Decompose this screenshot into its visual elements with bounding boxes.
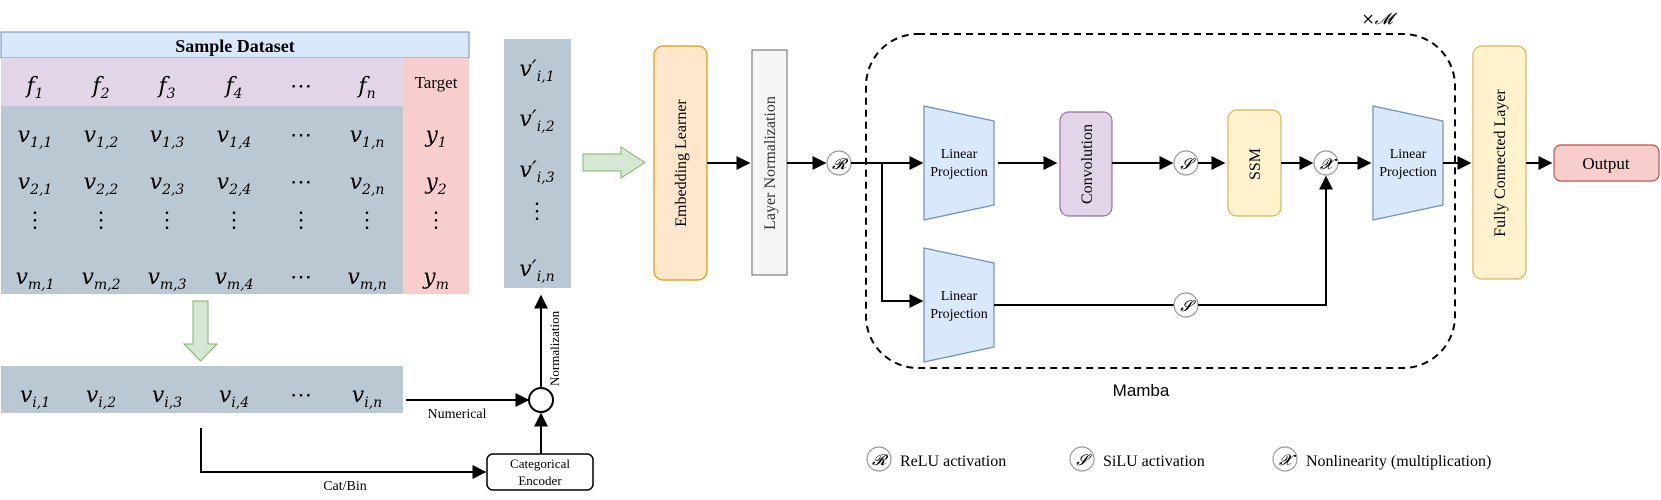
linear-projection-1-label-1: Linear: [941, 147, 978, 162]
dataset-cell-r1-c4: v1,4: [217, 123, 252, 151]
dataset-cell-r1-c1: v1,1: [18, 123, 53, 151]
legend: 𝓡 ReLU activation 𝓢 SiLU activation 𝓧 No…: [866, 446, 1491, 472]
merge-node: [528, 387, 554, 413]
catbin-label: Cat/Bin: [323, 479, 367, 494]
silu2-to-mult-arrow: [1198, 175, 1333, 306]
target-cell-2: y2: [424, 170, 446, 198]
output-block: [1553, 144, 1660, 182]
target-cell-4: ym: [422, 265, 449, 293]
linear-projection-2-block: [923, 247, 995, 363]
relu-to-linear2-branch: [881, 163, 924, 308]
embedding-learner-label: Embedding Learner: [673, 99, 690, 227]
dataset-title-bar: [0, 31, 470, 59]
linear-projection-2-label-1: Linear: [941, 289, 978, 304]
relu-symbol: 𝓡: [832, 155, 849, 173]
linear-projection-3-block: [1372, 105, 1444, 221]
green-arrow-right: [582, 146, 646, 179]
dataset-cell-r2-c6: v2,n: [350, 170, 385, 198]
normalized-cell-5: v′i,n: [519, 257, 554, 285]
dataset-cell-r1-c3: v1,3: [150, 123, 185, 151]
mamba-label: Mamba: [1113, 381, 1170, 400]
sample-row-cell-3: vi,3: [152, 383, 182, 411]
output-label: Output: [1582, 154, 1630, 173]
categorical-encoder-label-2: Encoder: [518, 473, 562, 488]
dataset-cell-r3-c1: ⋮: [24, 208, 46, 233]
catbin-arrow: [200, 428, 487, 479]
sample-row-cell-4: vi,4: [219, 383, 249, 411]
normalization-label: Normalization: [547, 310, 562, 386]
dataset-title: Sample Dataset: [175, 36, 295, 56]
legend-relu-circle: [866, 446, 892, 472]
dataset-cell-r4-c5: ⋯: [290, 265, 312, 290]
normalized-cell-1: v′i,1: [519, 57, 554, 85]
layer-normalization-label: Layer Normalization: [762, 96, 779, 230]
feature-header-5: ⋯: [290, 74, 312, 99]
categorical-encoder-label-1: Categorical: [510, 456, 570, 471]
dataset-cell-r4-c2: vm,2: [81, 265, 120, 293]
target-cell-1: y1: [424, 123, 446, 151]
sample-row-cell-5: ⋯: [290, 383, 312, 408]
dataset-cell-r3-c6: ⋮: [356, 208, 378, 233]
legend-nonlin-text: Nonlinearity (multiplication): [1306, 453, 1491, 470]
dataset-cell-r2-c3: v2,3: [150, 170, 185, 198]
dataset-cell-r3-c3: ⋮: [156, 208, 178, 233]
dataset-cell-r4-c4: vm,4: [214, 265, 253, 293]
normalized-cell-4: ⋮: [526, 199, 548, 224]
normalized-column-band: [504, 39, 571, 288]
dataset-cell-r3-c4: ⋮: [223, 208, 245, 233]
sample-row-cells: vi,1 vi,2 vi,3 vi,4 ⋯ vi,n: [20, 383, 382, 411]
data-values-band: [1, 106, 403, 294]
sample-row-cell-6: vi,n: [352, 383, 382, 411]
target-column-band: [403, 58, 469, 294]
dataset-cell-r1-c6: v1,n: [350, 123, 385, 151]
target-cell-3: ⋮: [425, 208, 447, 233]
linear-projection-1-label-2: Projection: [930, 165, 988, 180]
linear-projection-1-block: [923, 105, 995, 221]
legend-relu-text: ReLU activation: [900, 453, 1006, 470]
legend-nonlin-circle: [1272, 446, 1298, 472]
dataset-cell-r2-c4: v2,4: [217, 170, 252, 198]
dataset-cell-r1-c2: v1,2: [84, 123, 119, 151]
sample-row: vi,1 vi,2 vi,3 vi,4 ⋯ vi,n: [1, 366, 403, 413]
fully-connected-label: Fully Connected Layer: [1492, 89, 1509, 237]
sample-row-cell-2: vi,2: [86, 383, 116, 411]
sample-row-band: [1, 366, 403, 413]
linear-projection-3-label-2: Projection: [1379, 165, 1437, 180]
target-header: Target: [415, 73, 458, 92]
normalized-column-cells: v′i,1 v′i,2 v′i,3 ⋮ v′i,n: [519, 57, 554, 285]
dataset-cell-r4-c3: vm,3: [147, 265, 186, 293]
mamba-region: [865, 33, 1456, 369]
normalized-cell-2: v′i,2: [519, 107, 554, 135]
dataset-cell-r3-c5: ⋮: [290, 208, 312, 233]
convolution-label: Convolution: [1079, 124, 1096, 204]
normalized-cell-3: v′i,3: [519, 158, 554, 186]
legend-silu-text: SiLU activation: [1103, 453, 1205, 470]
mamba-repeat-label: ×𝓜: [1361, 9, 1397, 28]
sample-row-cell-1: vi,1: [20, 383, 50, 411]
legend-relu-symbol: 𝓡: [872, 451, 889, 469]
numerical-label: Numerical: [427, 407, 486, 422]
dataset-cell-r1-c5: ⋯: [290, 123, 312, 148]
dataset-cell-r4-c6: vm,n: [347, 265, 386, 293]
dataset-cell-r2-c1: v2,1: [18, 170, 53, 198]
ssm-label: SSM: [1247, 148, 1264, 180]
dataset-cell-r2-c5: ⋯: [290, 170, 312, 195]
feature-header-band: [1, 58, 403, 106]
layer-normalization-block: [751, 49, 788, 276]
green-arrow-down: [182, 300, 219, 362]
linear-projection-3-label-1: Linear: [1390, 147, 1427, 162]
dataset-cell-r4-c1: vm,1: [15, 265, 54, 293]
normalized-column: v′i,1 v′i,2 v′i,3 ⋮ v′i,n: [504, 39, 571, 288]
dataset-cell-r3-c2: ⋮: [90, 208, 112, 233]
dataset-cell-r2-c2: v2,2: [84, 170, 119, 198]
linear-projection-2-label-2: Projection: [930, 307, 988, 322]
legend-silu-circle: [1069, 446, 1095, 472]
